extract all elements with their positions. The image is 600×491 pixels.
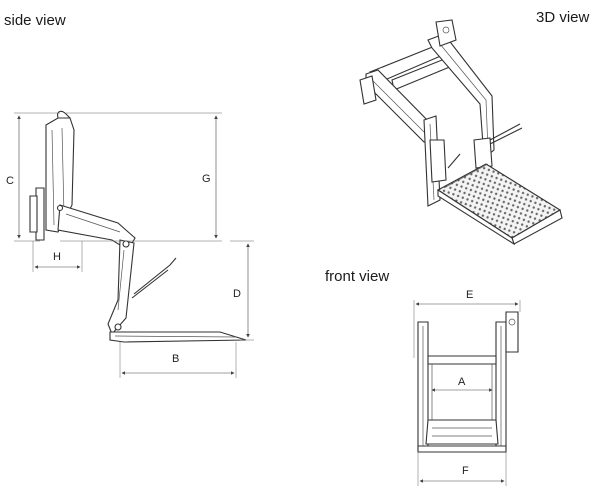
dim-label-b: B: [172, 353, 179, 365]
3d-view-label: 3D view: [536, 9, 590, 26]
dim-label-h: H: [53, 251, 61, 263]
front-view-label: front view: [325, 268, 390, 285]
3d-view-drawing: [359, 19, 563, 246]
dim-label-g: G: [202, 173, 211, 185]
dim-label-a: A: [458, 376, 466, 388]
front-view-dimensions: [413, 300, 521, 486]
front-view-drawing: [417, 311, 519, 453]
dim-label-d: D: [233, 288, 241, 300]
side-view-label: side view: [4, 12, 66, 29]
dim-label-e: E: [466, 289, 473, 301]
dim-label-c: C: [6, 175, 14, 187]
dim-label-f: F: [462, 465, 469, 477]
side-view-dimensions: [14, 112, 254, 378]
side-view-drawing: [29, 110, 247, 343]
